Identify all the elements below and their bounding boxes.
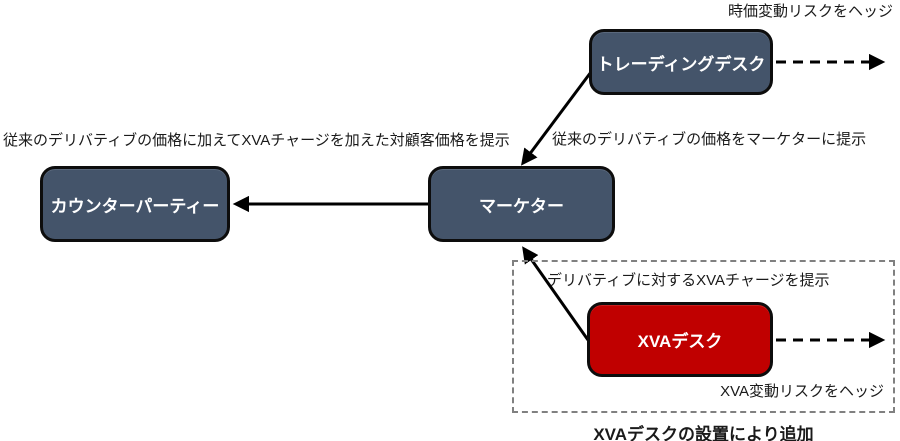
node-trading-desk: トレーディングデスク [589,29,773,95]
node-counterparty: カウンターパーティー [40,166,230,242]
node-xva-desk-label: XVAデスク [637,332,723,351]
node-marketer: マーケター [428,166,615,242]
xva-container-caption: XVAデスクの設置により追加 [593,425,814,441]
annotation-hedge-xva-risk: XVA変動リスクをヘッジ [720,383,884,400]
annotation-customer-price: 従来のデリバティブの価格に加えてXVAチャージを加えた対顧客価格を提示 [3,132,510,149]
annotation-hedge-market-risk: 時価変動リスクをヘッジ [727,3,893,20]
node-marketer-label: マーケター [479,196,564,216]
node-counterparty-label: カウンターパーティー [50,196,220,216]
annotation-price-to-marketer: 従来のデリバティブの価格をマーケターに提示 [552,131,867,148]
annotation-xva-charge: デリバティブに対するXVAチャージを提示 [547,272,830,289]
xva-addition-dashed-container [512,260,895,413]
node-xva-desk: XVAデスク [587,302,773,377]
node-trading-desk-label: トレーディングデスク [596,54,766,74]
